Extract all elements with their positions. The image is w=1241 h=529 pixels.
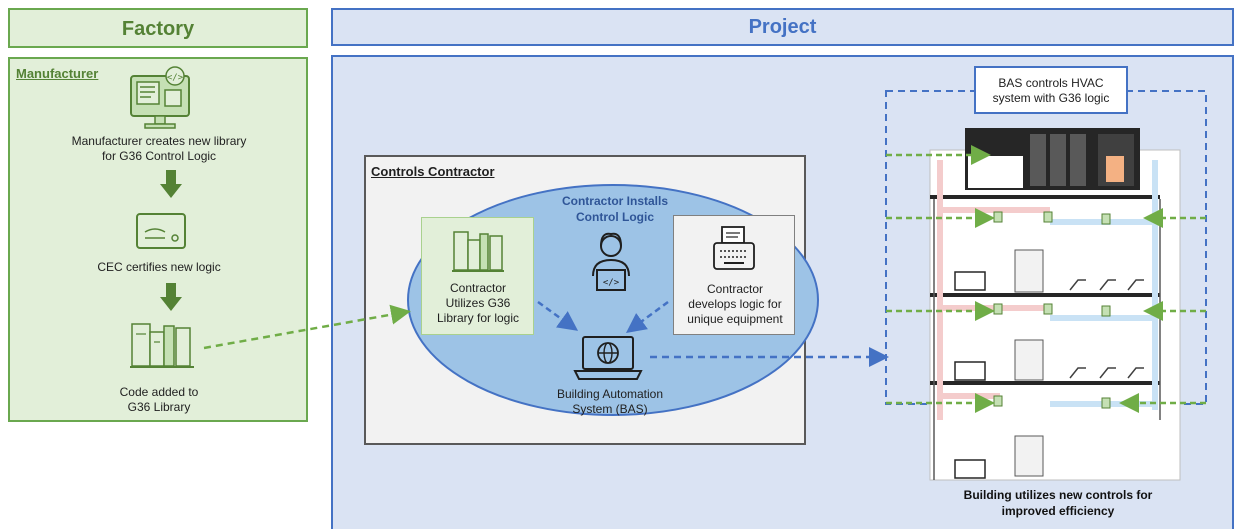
step-manufacturer-creates: Manufacturer creates new library for G36… <box>28 134 290 164</box>
library-books-icon <box>130 323 194 368</box>
library-line1: Contractor <box>449 281 507 295</box>
building-caption: Building utilizes new controls for impro… <box>928 487 1188 519</box>
step3-line2: G36 Library <box>127 400 191 414</box>
library-line3: Library for logic <box>436 311 520 325</box>
develop-to-bas-arrow <box>625 300 669 333</box>
develop-line3: unique equipment <box>687 312 783 326</box>
develop-box-text: Contractor develops logic for unique equ… <box>675 282 795 327</box>
bas-callout: BAS controls HVAC system with G36 logic <box>974 66 1128 114</box>
bas-label: Building Automation System (BAS) <box>535 387 685 417</box>
factory-header: Factory <box>8 8 308 48</box>
svg-text:</>: </> <box>603 278 620 288</box>
library-books-icon <box>452 231 504 272</box>
computer-code-icon: </> <box>130 66 190 129</box>
bas-callout-line1: BAS controls HVAC <box>998 76 1104 90</box>
bas-callout-line2: system with G36 logic <box>992 91 1110 105</box>
down-arrow-icon <box>160 283 182 311</box>
bas-line2: System (BAS) <box>572 402 648 416</box>
library-line2: Utilizes G36 <box>445 296 511 310</box>
controls-contractor-label: Controls Contractor <box>371 164 495 179</box>
certificate-device-icon <box>136 213 186 249</box>
develop-line1: Contractor <box>706 282 764 296</box>
typewriter-icon <box>713 226 755 270</box>
manufacturer-label: Manufacturer <box>16 66 99 81</box>
installs-line2: Control Logic <box>576 210 654 224</box>
building-caption-line2: improved efficiency <box>1001 504 1115 518</box>
building-illustration <box>885 90 1207 481</box>
step-cec-certifies: CEC certifies new logic <box>97 260 221 274</box>
project-title: Project <box>748 16 817 38</box>
step3-line1: Code added to <box>119 385 199 399</box>
factory-title: Factory <box>121 18 195 40</box>
svg-text:</>: </> <box>167 73 184 83</box>
library-to-contractor-arrow <box>203 304 411 350</box>
hvac-controller-icon <box>1106 156 1124 182</box>
library-box <box>421 217 534 335</box>
laptop-globe-icon <box>573 336 643 380</box>
bas-callout-text: BAS controls HVAC system with G36 logic <box>976 68 1126 106</box>
library-box-text: Contractor Utilizes G36 Library for logi… <box>423 281 533 326</box>
library-to-bas-arrow <box>537 300 579 331</box>
bas-line1: Building Automation <box>556 387 664 401</box>
step1-line2: for G36 Control Logic <box>101 149 217 163</box>
building-caption-line1: Building utilizes new controls for <box>963 488 1153 502</box>
down-arrow-icon <box>160 170 182 198</box>
project-header: Project <box>331 8 1234 46</box>
step1-line1: Manufacturer creates new library <box>71 134 247 148</box>
developer-person-icon: </> <box>592 232 630 291</box>
step-code-added: Code added to G36 Library <box>28 385 290 415</box>
installs-line1: Contractor Installs <box>561 194 669 208</box>
develop-line2: develops logic for <box>688 297 782 311</box>
installs-title: Contractor Installs Control Logic <box>520 193 710 225</box>
